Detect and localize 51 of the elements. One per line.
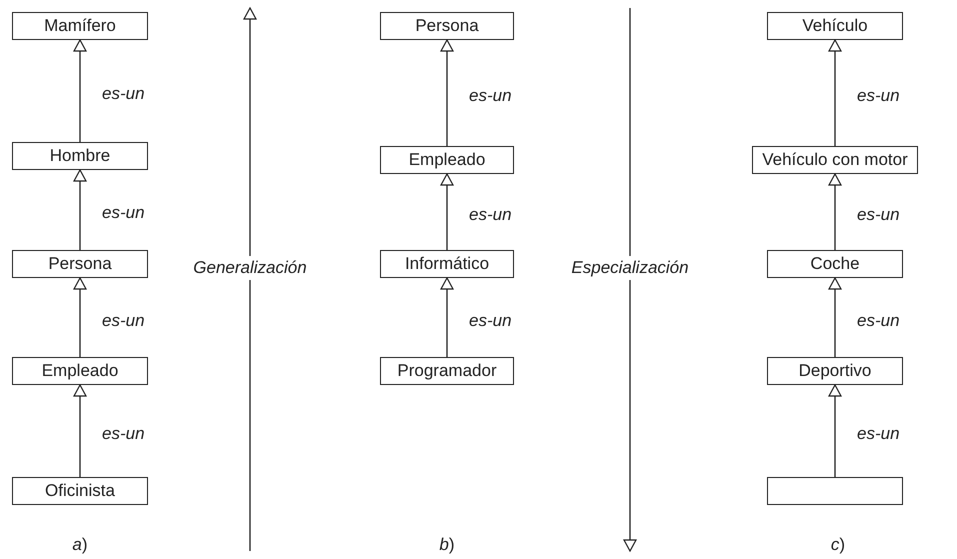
class-name: Informático bbox=[404, 254, 490, 274]
class-box bbox=[12, 12, 148, 40]
class-box bbox=[12, 357, 148, 385]
class-name: Hombre bbox=[50, 146, 110, 166]
edge-label: es-un bbox=[102, 310, 145, 330]
axis-label: Generalización bbox=[192, 256, 308, 280]
edge-label: es-un bbox=[102, 203, 145, 223]
class-name: Persona bbox=[415, 16, 479, 36]
class-name: Empleado bbox=[408, 150, 486, 170]
class-box bbox=[380, 250, 514, 278]
class-name: Deportivo bbox=[798, 361, 872, 381]
arrow bbox=[440, 277, 454, 357]
edge-label: es-un bbox=[469, 205, 512, 225]
class-box bbox=[12, 477, 148, 505]
class-box bbox=[12, 250, 148, 278]
class-box bbox=[380, 146, 514, 174]
edge-label: es-un bbox=[857, 310, 900, 330]
class-name: Coche bbox=[810, 254, 860, 274]
class-name: Programador bbox=[397, 361, 497, 381]
empty-class-box bbox=[767, 477, 903, 505]
edge-label: es-un bbox=[102, 84, 145, 104]
axis-label: Especialización bbox=[570, 256, 690, 280]
edge-label: es-un bbox=[469, 86, 512, 106]
edge-label: es-un bbox=[857, 205, 900, 225]
class-box bbox=[767, 250, 903, 278]
arrow bbox=[73, 277, 87, 357]
arrow bbox=[828, 277, 842, 357]
arrow bbox=[828, 39, 842, 146]
class-name: Mamífero bbox=[44, 16, 116, 36]
edge-label: es-un bbox=[102, 424, 145, 444]
arrow bbox=[440, 39, 454, 146]
class-box bbox=[380, 12, 514, 40]
arrow bbox=[440, 173, 454, 250]
class-name: Oficinista bbox=[45, 481, 115, 501]
class-box bbox=[12, 142, 148, 170]
class-box bbox=[752, 146, 918, 174]
class-box bbox=[767, 12, 903, 40]
class-box bbox=[380, 357, 514, 385]
class-name: Persona bbox=[48, 254, 112, 274]
arrow bbox=[73, 169, 87, 250]
class-name: Empleado bbox=[42, 361, 118, 381]
edge-label: es-un bbox=[857, 424, 900, 444]
class-name: Vehículo bbox=[802, 16, 868, 36]
edge-label: es-un bbox=[469, 310, 512, 330]
arrow bbox=[828, 173, 842, 250]
class-box bbox=[767, 357, 903, 385]
arrow bbox=[828, 384, 842, 477]
arrow bbox=[73, 39, 87, 142]
arrow bbox=[73, 384, 87, 477]
edge-label: es-un bbox=[857, 86, 900, 106]
class-name: Vehículo con motor bbox=[762, 150, 908, 170]
